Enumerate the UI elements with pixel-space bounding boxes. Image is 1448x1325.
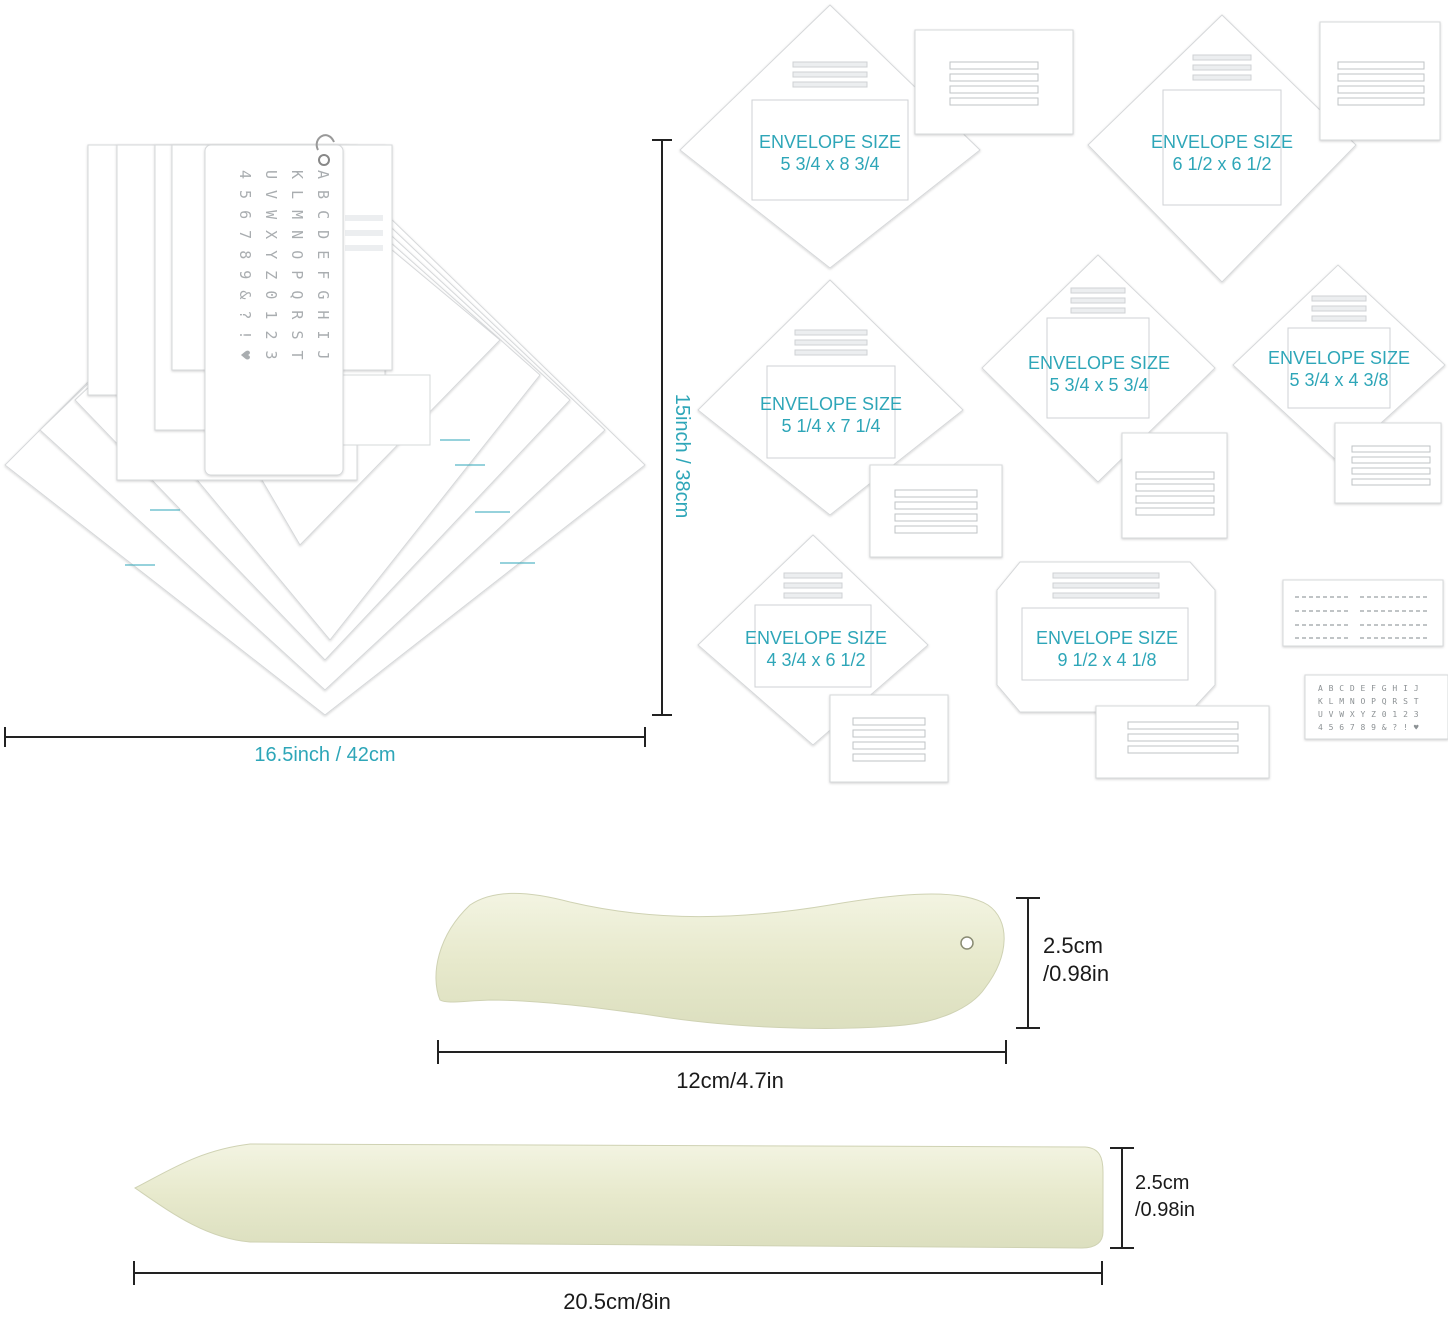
- envelope-heading: ENVELOPE SIZE: [1027, 353, 1171, 373]
- envelope-template-1: [679, 4, 1074, 269]
- envelope-size: 5 3/4 x 5 3/4: [1049, 375, 1149, 395]
- height-value-inches: /0.98in: [1135, 1199, 1196, 1221]
- envelope-label-2: ENVELOPE SIZE 6 1/2 x 6 1/2: [1142, 131, 1302, 175]
- large-folder-length-label: 20.5cm/8in: [563, 1289, 671, 1314]
- envelope-template-6: [697, 534, 949, 783]
- envelope-label-6: ENVELOPE SIZE 4 3/4 x 6 1/2: [736, 627, 896, 671]
- envelope-size: 6 1/2 x 6 1/2: [1172, 154, 1272, 174]
- envelope-label-4: ENVELOPE SIZE 5 3/4 x 5 3/4: [1019, 352, 1179, 396]
- height-value-inches: /0.98in: [1043, 961, 1110, 986]
- alphabet-row: K L M N O P Q R S T: [288, 170, 306, 361]
- envelope-heading: ENVELOPE SIZE: [1035, 628, 1179, 648]
- alphabet-stencil-card-small: [1304, 674, 1448, 740]
- envelope-template-7: [996, 561, 1270, 779]
- alphabet-row: A B C D E F G H I J: [314, 170, 332, 361]
- width-dimension-line: [4, 727, 646, 747]
- envelope-label-1: ENVELOPE SIZE 5 3/4 x 8 3/4: [750, 131, 910, 175]
- border-stencil-card: [1282, 579, 1444, 647]
- small-folder-height-line: [1016, 897, 1040, 1029]
- small-folder-length-line: [437, 1040, 1007, 1064]
- envelope-size: 5 3/4 x 4 3/8: [1289, 370, 1389, 390]
- envelope-template-5: [1232, 264, 1446, 504]
- envelope-heading: ENVELOPE SIZE: [1267, 348, 1411, 368]
- envelope-heading: ENVELOPE SIZE: [744, 628, 888, 648]
- envelope-size: 9 1/2 x 4 1/8: [1057, 650, 1157, 670]
- envelope-template-4: [981, 254, 1228, 539]
- height-dimension-line: [652, 139, 672, 716]
- envelope-heading: ENVELOPE SIZE: [759, 394, 903, 414]
- envelope-label-3: ENVELOPE SIZE 5 1/4 x 7 1/4: [751, 393, 911, 437]
- envelope-size: 4 3/4 x 6 1/2: [766, 650, 866, 670]
- bone-folder-small: [435, 892, 1005, 1029]
- alphabet-row: U V W X Y Z 0 1 2 3: [262, 170, 280, 361]
- stack-width-label: 16.5inch / 42cm: [254, 744, 396, 766]
- large-folder-height-line: [1110, 1147, 1134, 1249]
- envelope-label-5: ENVELOPE SIZE 5 3/4 x 4 3/8: [1259, 347, 1419, 391]
- envelope-template-3: [697, 279, 1003, 558]
- bone-folder-large: [134, 1143, 1104, 1249]
- alphabet-row: 4 5 6 7 8 9 & ? ! ♥: [236, 170, 254, 361]
- small-folder-height-label: 2.5cm /0.98in: [1043, 932, 1109, 988]
- alphabet-row: A B C D E F G H I J: [1318, 684, 1420, 693]
- alphabet-stencil: A B C D E F G H I J K L M N O P Q R S T …: [216, 170, 336, 470]
- envelope-heading: ENVELOPE SIZE: [1150, 132, 1294, 152]
- envelope-label-7: ENVELOPE SIZE 9 1/2 x 4 1/8: [1027, 627, 1187, 671]
- height-value: 2.5cm: [1135, 1172, 1190, 1194]
- template-stack: [4, 134, 646, 716]
- small-folder-length-label: 12cm/4.7in: [676, 1068, 784, 1093]
- envelope-size: 5 3/4 x 8 3/4: [780, 154, 880, 174]
- stack-height-label: 15inch / 38cm: [671, 393, 693, 519]
- large-folder-length-line: [133, 1261, 1103, 1285]
- alphabet-row: 4 5 6 7 8 9 & ? ! ♥: [1318, 723, 1420, 732]
- alphabet-stencil-small: A B C D E F G H I J K L M N O P Q R S T …: [1318, 682, 1438, 734]
- envelope-size: 5 1/4 x 7 1/4: [781, 416, 881, 436]
- envelope-heading: ENVELOPE SIZE: [758, 132, 902, 152]
- large-folder-height-label: 2.5cm /0.98in: [1135, 1170, 1195, 1224]
- envelope-template-2: [1087, 14, 1441, 283]
- alphabet-row: U V W X Y Z 0 1 2 3: [1318, 710, 1420, 719]
- alphabet-row: K L M N O P Q R S T: [1318, 697, 1420, 706]
- height-value: 2.5cm: [1043, 933, 1103, 958]
